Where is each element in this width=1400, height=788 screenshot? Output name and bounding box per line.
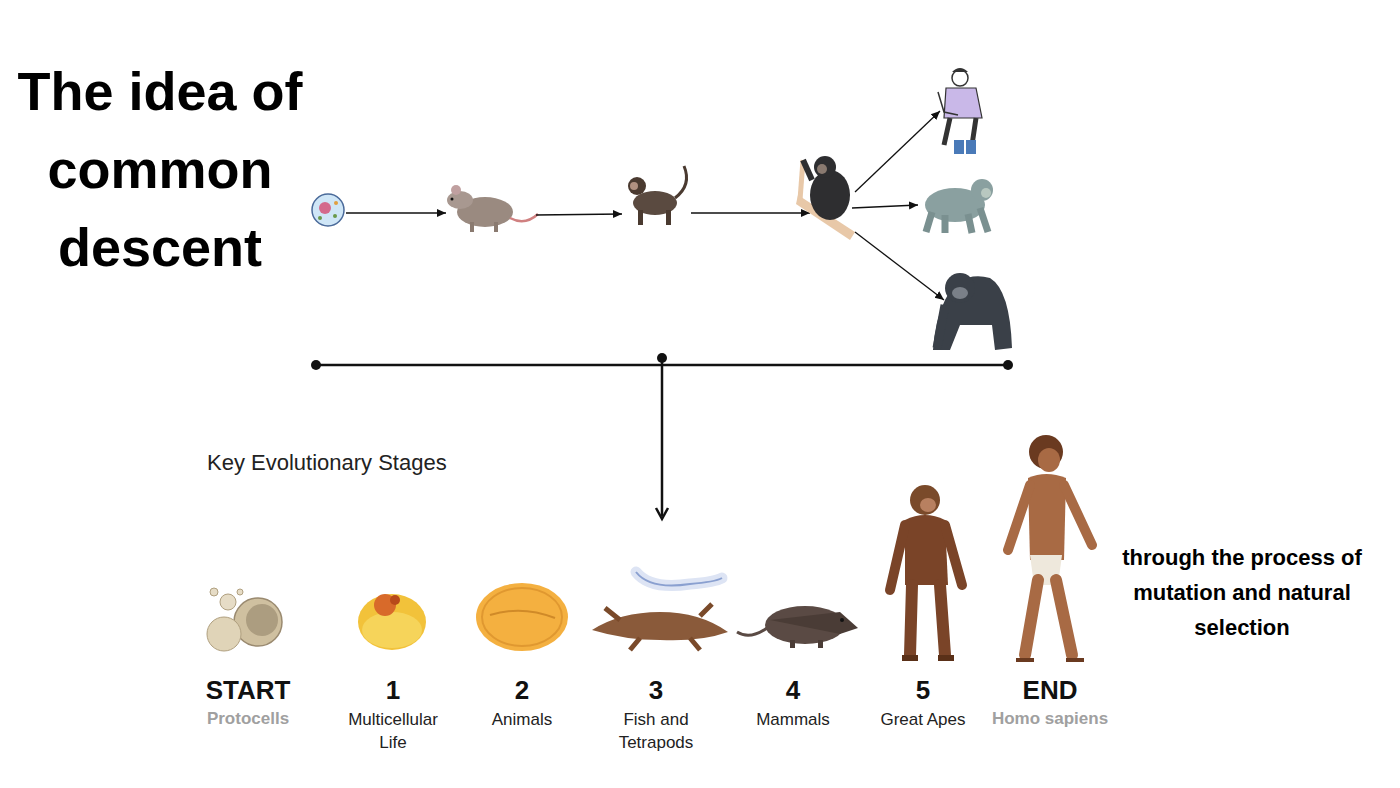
human-sketch: [938, 68, 982, 154]
note: through the process of mutation and natu…: [1097, 540, 1387, 645]
stage-name: Protocells: [178, 708, 318, 730]
stage-number: 2: [492, 675, 552, 705]
chimp-icon: [925, 179, 993, 233]
rat-icon: [447, 185, 538, 232]
arrow: [855, 111, 940, 192]
arrow: [852, 205, 918, 208]
stage-number: START: [183, 675, 313, 705]
stage-number: 1: [363, 675, 423, 705]
stage-number: 3: [626, 675, 686, 705]
cell-icon: [312, 194, 344, 226]
stage-number: 5: [893, 675, 953, 705]
stage-name: Multicellular Life: [338, 708, 448, 754]
timeline: [311, 353, 1013, 519]
animal-disc-icon: [476, 583, 568, 651]
arrow: [536, 214, 622, 215]
monkey-icon: [628, 166, 687, 225]
great-ape-figure: [890, 485, 962, 658]
stage-name: Fish and Tetrapods: [604, 708, 708, 754]
homo-sapiens-figure: [1008, 435, 1092, 660]
multicellular-icon: [358, 594, 426, 650]
section-heading: Key Evolutionary Stages: [207, 449, 527, 477]
protocells-icon: [207, 588, 282, 651]
arrow: [346, 212, 446, 213]
arrow: [691, 212, 810, 213]
gorilla-icon: [933, 273, 1012, 350]
mammal-icon: [737, 606, 858, 648]
stage-name: Mammals: [738, 708, 848, 731]
stage-number: 4: [763, 675, 823, 705]
title: The idea of common descent: [0, 52, 320, 286]
stage-name: Great Apes: [863, 708, 983, 731]
stage-name: Homo sapiens: [980, 708, 1120, 730]
stage-number: END: [1000, 675, 1100, 705]
chimp-on-branch: [796, 156, 855, 240]
fish-tetrapod-icon: [592, 572, 728, 650]
stage-name: Animals: [467, 708, 577, 731]
arrow: [855, 232, 944, 300]
